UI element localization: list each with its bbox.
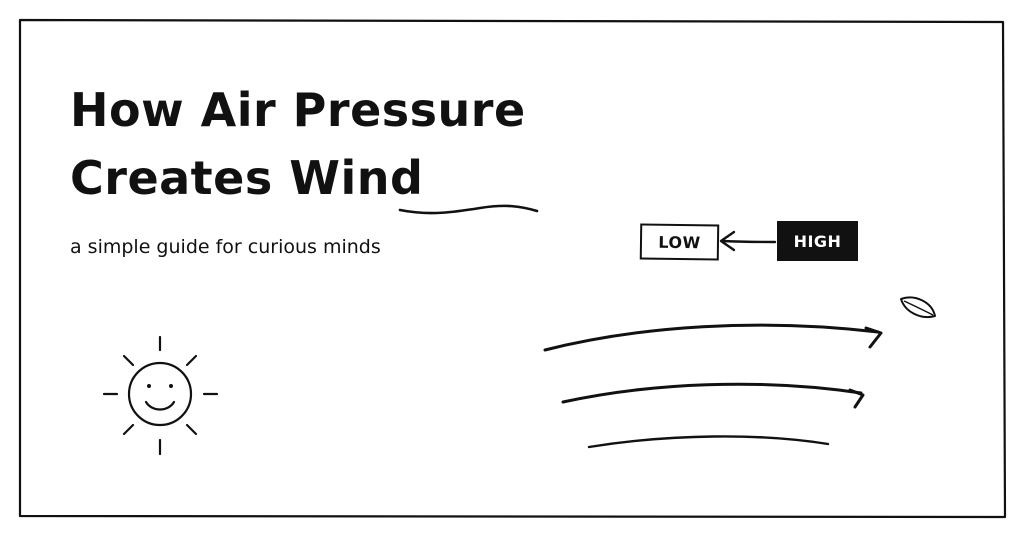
sun-icon <box>102 335 219 456</box>
arrow-left-icon <box>719 230 777 252</box>
subtitle: a simple guide for curious minds <box>70 236 381 258</box>
low-pressure-label: LOW <box>639 223 720 261</box>
high-pressure-label: HIGH <box>777 221 858 261</box>
wind-lines-icon <box>543 323 883 449</box>
title-underline <box>398 204 539 215</box>
card-border <box>18 18 1007 519</box>
title-line-1: How Air Pressure <box>70 83 526 137</box>
page-title: How Air Pressure Creates Wind <box>70 76 526 212</box>
title-line-2: Creates Wind <box>70 151 424 205</box>
leaf-icon <box>900 296 936 318</box>
